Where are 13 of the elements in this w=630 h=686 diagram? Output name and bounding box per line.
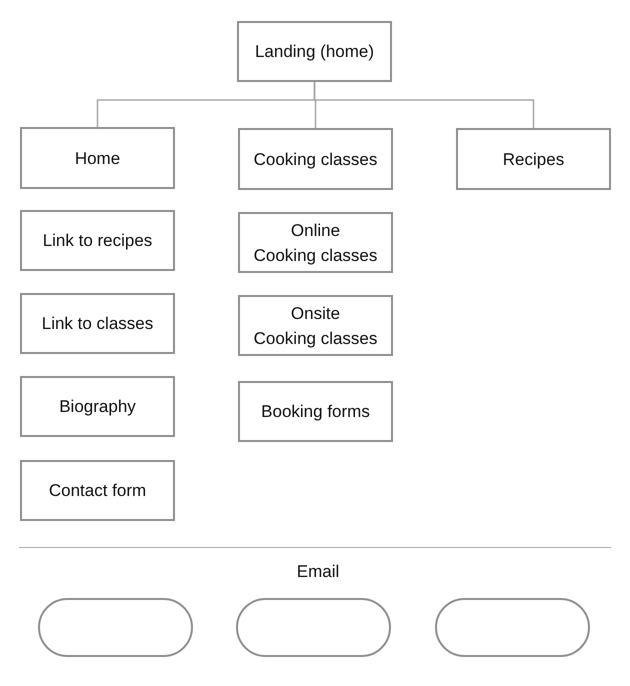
page-box: Onsite Cooking classes bbox=[238, 295, 393, 356]
page-box: Link to recipes bbox=[20, 210, 175, 271]
connector-line bbox=[314, 82, 534, 128]
page-box: Landing (home) bbox=[237, 21, 392, 82]
page-box: Booking forms bbox=[238, 381, 393, 442]
page-box: Recipes bbox=[456, 128, 611, 190]
page-box: Link to classes bbox=[20, 293, 175, 354]
page-box: Biography bbox=[20, 376, 175, 437]
page-box: Home bbox=[20, 127, 175, 189]
page-box: Contact form bbox=[20, 460, 175, 521]
section-label: Email bbox=[296, 561, 340, 583]
page-box: Cooking classes bbox=[238, 128, 393, 190]
page-box: Online Cooking classes bbox=[238, 212, 393, 273]
